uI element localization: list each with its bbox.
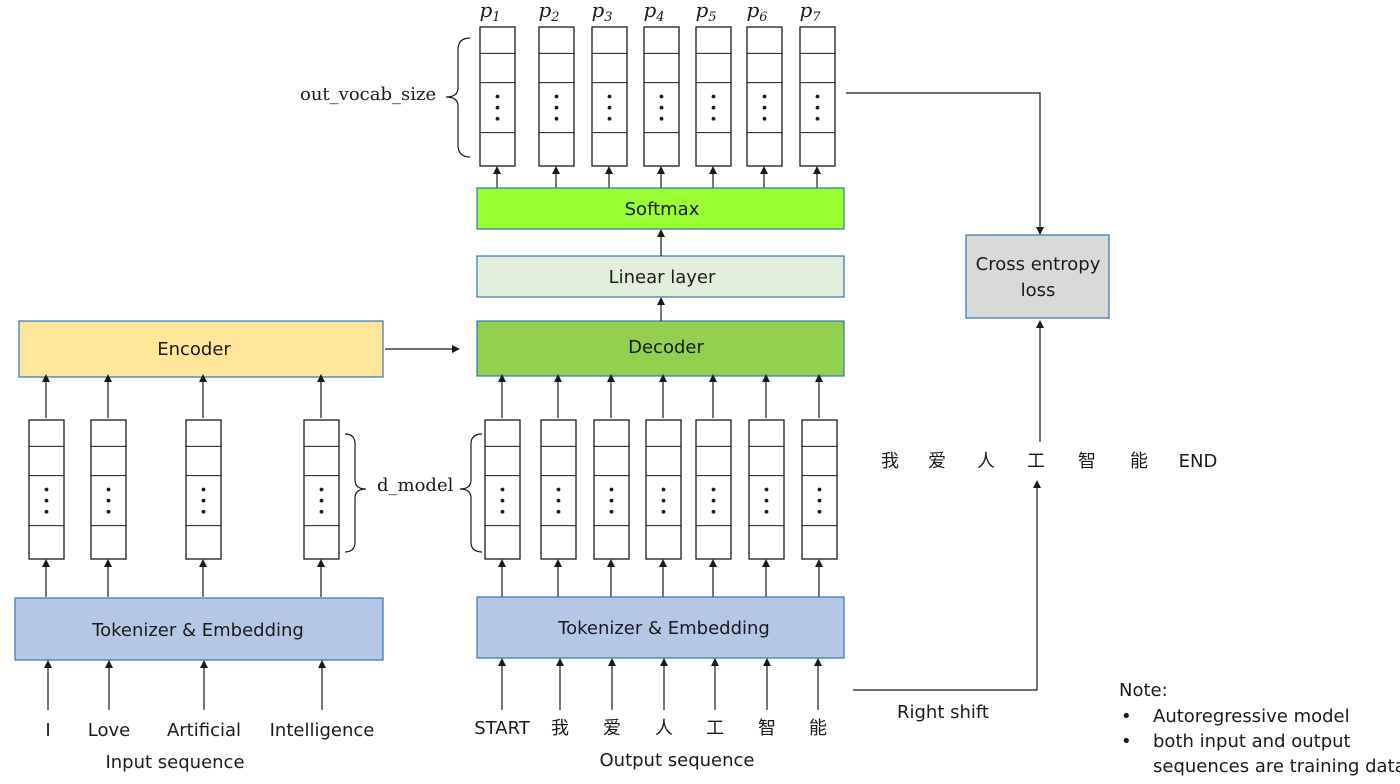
d-model-brace-left: [459, 433, 483, 553]
note-bullet: •: [1121, 706, 1132, 727]
encoder-tokenizer-box: [14, 597, 384, 661]
decoder-embedding-vector: [593, 419, 630, 560]
output-token: 工: [706, 718, 724, 739]
output-token: START: [474, 718, 531, 739]
softmax-label: Softmax: [625, 199, 700, 220]
input-token: Artificial: [167, 720, 241, 741]
decoder-tokenizer-label: Tokenizer & Embedding: [557, 618, 770, 639]
input-token-row: I Love Artificial Intelligence: [44, 660, 375, 741]
encoder-embedding-vector: [303, 419, 340, 560]
encoder-embedding-vector: [28, 419, 65, 560]
probs-to-loss-connector: [846, 92, 1044, 235]
output-prob-vector: [479, 26, 516, 167]
target-token: 人: [977, 451, 995, 472]
prob-label: p5: [695, 0, 716, 25]
loss-label-line2: loss: [1021, 280, 1056, 301]
output-token: 人: [655, 718, 673, 739]
softmax-box: [476, 187, 845, 230]
note-item: sequences are training data: [1153, 756, 1400, 777]
note-bullet: •: [1121, 731, 1132, 752]
out-vocab-brace: [445, 37, 471, 158]
linear-layer-label: Linear layer: [609, 267, 716, 288]
prob-label: p2: [538, 0, 559, 25]
encoder-embedding-vector: [185, 419, 222, 560]
prob-label: p6: [746, 0, 767, 25]
encoder-embedding-vector: [90, 419, 127, 560]
output-token: 我: [551, 718, 569, 739]
prob-label: p3: [591, 0, 612, 25]
output-probability-labels: p1 p2 p3 p4 p5 p6 p7: [479, 0, 821, 25]
loss-label-line1: Cross entropy: [976, 254, 1101, 275]
input-caption: Input sequence: [105, 752, 244, 773]
decoder-embedding-vector: [484, 419, 521, 560]
encoder-embedding-vectors: [28, 374, 340, 597]
output-caption: Output sequence: [600, 750, 755, 771]
output-prob-vector: [799, 26, 836, 167]
note-title: Note:: [1119, 680, 1168, 701]
prob-label: p4: [643, 0, 664, 25]
input-token: Love: [88, 720, 130, 741]
right-shift-connector: [853, 480, 1041, 691]
cross-entropy-loss-box: [965, 234, 1110, 319]
decoder-box: [476, 320, 845, 377]
target-token: 我: [881, 451, 899, 472]
output-prob-vector: [746, 26, 783, 167]
decoder-embedding-vector: [645, 419, 682, 560]
linear-layer-box: [476, 255, 845, 298]
target-token: 工: [1027, 451, 1045, 472]
output-prob-vector: [591, 26, 628, 167]
encoder-label: Encoder: [157, 339, 231, 360]
output-prob-vector: [538, 26, 575, 167]
decoder-embedding-vector: [540, 419, 577, 560]
decoder-label: Decoder: [628, 337, 704, 358]
encoder-tokenizer-label: Tokenizer & Embedding: [91, 620, 304, 641]
target-token: 智: [1078, 451, 1096, 472]
prob-label: p1: [479, 0, 500, 25]
target-token-row: 我 爱 人 工 智 能 END: [881, 451, 1217, 472]
input-token: Intelligence: [270, 720, 375, 741]
decoder-embedding-vector: [695, 419, 732, 560]
prob-label: p7: [799, 0, 821, 25]
output-prob-vector: [643, 26, 680, 167]
d-model-brace-right: [344, 433, 367, 553]
d-model-label: d_model: [377, 475, 454, 496]
encoder-box: [18, 320, 384, 378]
output-token: 爱: [603, 718, 621, 739]
input-token: I: [45, 720, 50, 741]
output-probability-vectors: [479, 26, 836, 188]
output-prob-vector: [695, 26, 732, 167]
target-token: 爱: [928, 451, 946, 472]
out-vocab-label: out_vocab_size: [300, 84, 436, 105]
decoder-embedding-vectors: [484, 374, 838, 597]
right-shift-label: Right shift: [897, 702, 989, 723]
output-token: 能: [809, 718, 827, 739]
output-token-row: START 我 爱 人 工 智 能: [474, 658, 827, 739]
decoder-embedding-vector: [748, 419, 785, 560]
decoder-embedding-vector: [801, 419, 838, 560]
note-item: both input and output: [1153, 731, 1351, 752]
target-token: 能: [1130, 451, 1148, 472]
note-item: Autoregressive model: [1153, 706, 1350, 727]
target-token: END: [1179, 451, 1218, 472]
output-token: 智: [758, 718, 776, 739]
